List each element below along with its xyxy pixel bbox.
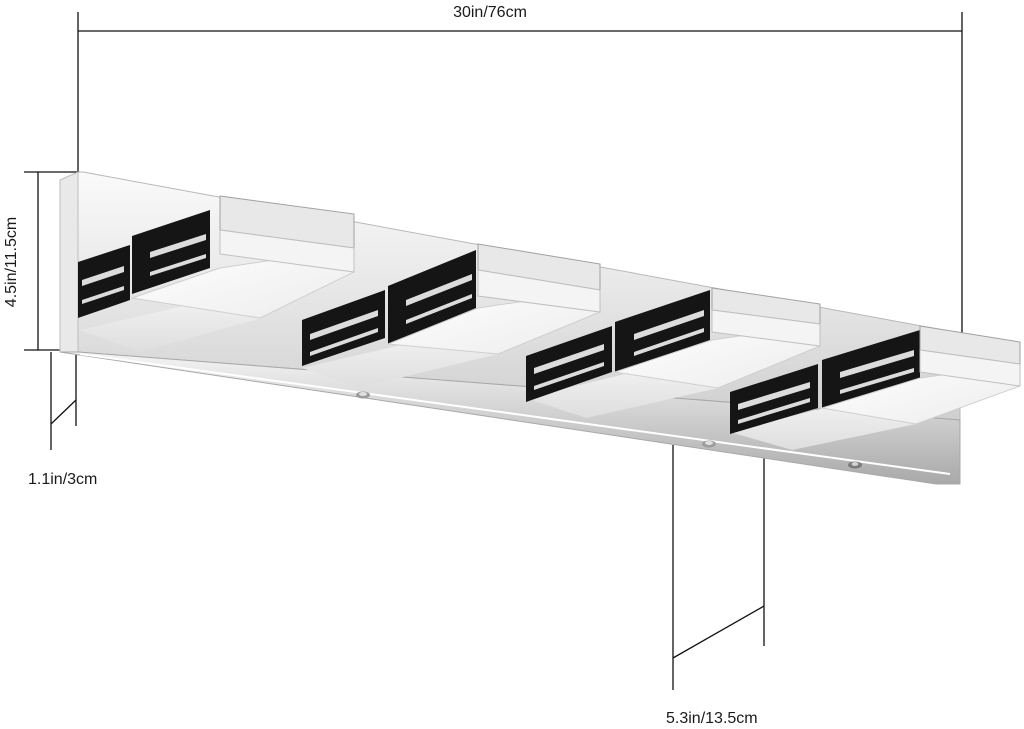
lamp-1-trim-slot-4 — [150, 254, 206, 276]
lamp-1-trim-slot-3 — [150, 234, 206, 258]
base-depth-dimension-line — [50, 399, 77, 425]
mounting-screw-1 — [356, 391, 370, 399]
lamp-4-trim-slot-1 — [738, 382, 810, 410]
base-depth-label: 1.1in/3cm — [28, 471, 97, 488]
vanity-light-fixture — [59, 171, 1021, 485]
shade-depth-dimension-line — [672, 605, 765, 659]
lamp-1-chrome-cap-face — [219, 229, 355, 273]
lamp-3-trim-slot-2 — [534, 362, 604, 390]
lamp-2-trim-slot-4 — [406, 294, 472, 324]
lamp-3 — [526, 287, 821, 418]
lamp-4-trim-slot-4 — [840, 368, 914, 394]
lamp-3-trim-slot-1 — [534, 344, 604, 374]
switch-button — [848, 461, 862, 469]
height-label: 4.5in/11.5cm — [3, 217, 20, 307]
back-plate-side-edge — [59, 171, 79, 353]
back-plate-highlight — [79, 353, 951, 475]
width-label: 30in/76cm — [453, 4, 527, 21]
lamp-3-chrome-cap-face — [711, 309, 821, 347]
lamp-1-trim-slot-1 — [82, 266, 124, 286]
lamp-2-trim-slot-3 — [406, 274, 472, 306]
width-dimension: 30in/76cm — [77, 4, 963, 338]
base-depth-dimension: 1.1in/3cm — [28, 352, 97, 488]
lamp-2-trim-slot-2 — [310, 328, 378, 356]
lamp-2 — [302, 243, 601, 388]
back-plate-bottom-edge — [59, 351, 961, 485]
lamp-2-chrome-cap-face — [477, 269, 601, 313]
mounting-screw-2 — [702, 440, 716, 448]
lamp-1 — [78, 195, 355, 352]
lamp-1-trim-slot-2 — [82, 286, 124, 304]
height-dimension: 4.5in/11.5cm — [3, 171, 80, 351]
lamp-1-shade-bottom — [80, 300, 262, 352]
shade-depth-label: 5.3in/13.5cm — [666, 710, 758, 727]
lamp-3-trim-slot-4 — [634, 328, 704, 356]
lamp-2-trim-slot-1 — [310, 310, 378, 340]
lamp-4-trim-slot-3 — [840, 350, 914, 378]
lamp-4-trim-slot-2 — [738, 398, 810, 424]
lamp-4 — [730, 325, 1021, 450]
lamp-4-chrome-cap-face — [919, 349, 1021, 387]
lamp-3-trim-slot-3 — [634, 310, 704, 340]
